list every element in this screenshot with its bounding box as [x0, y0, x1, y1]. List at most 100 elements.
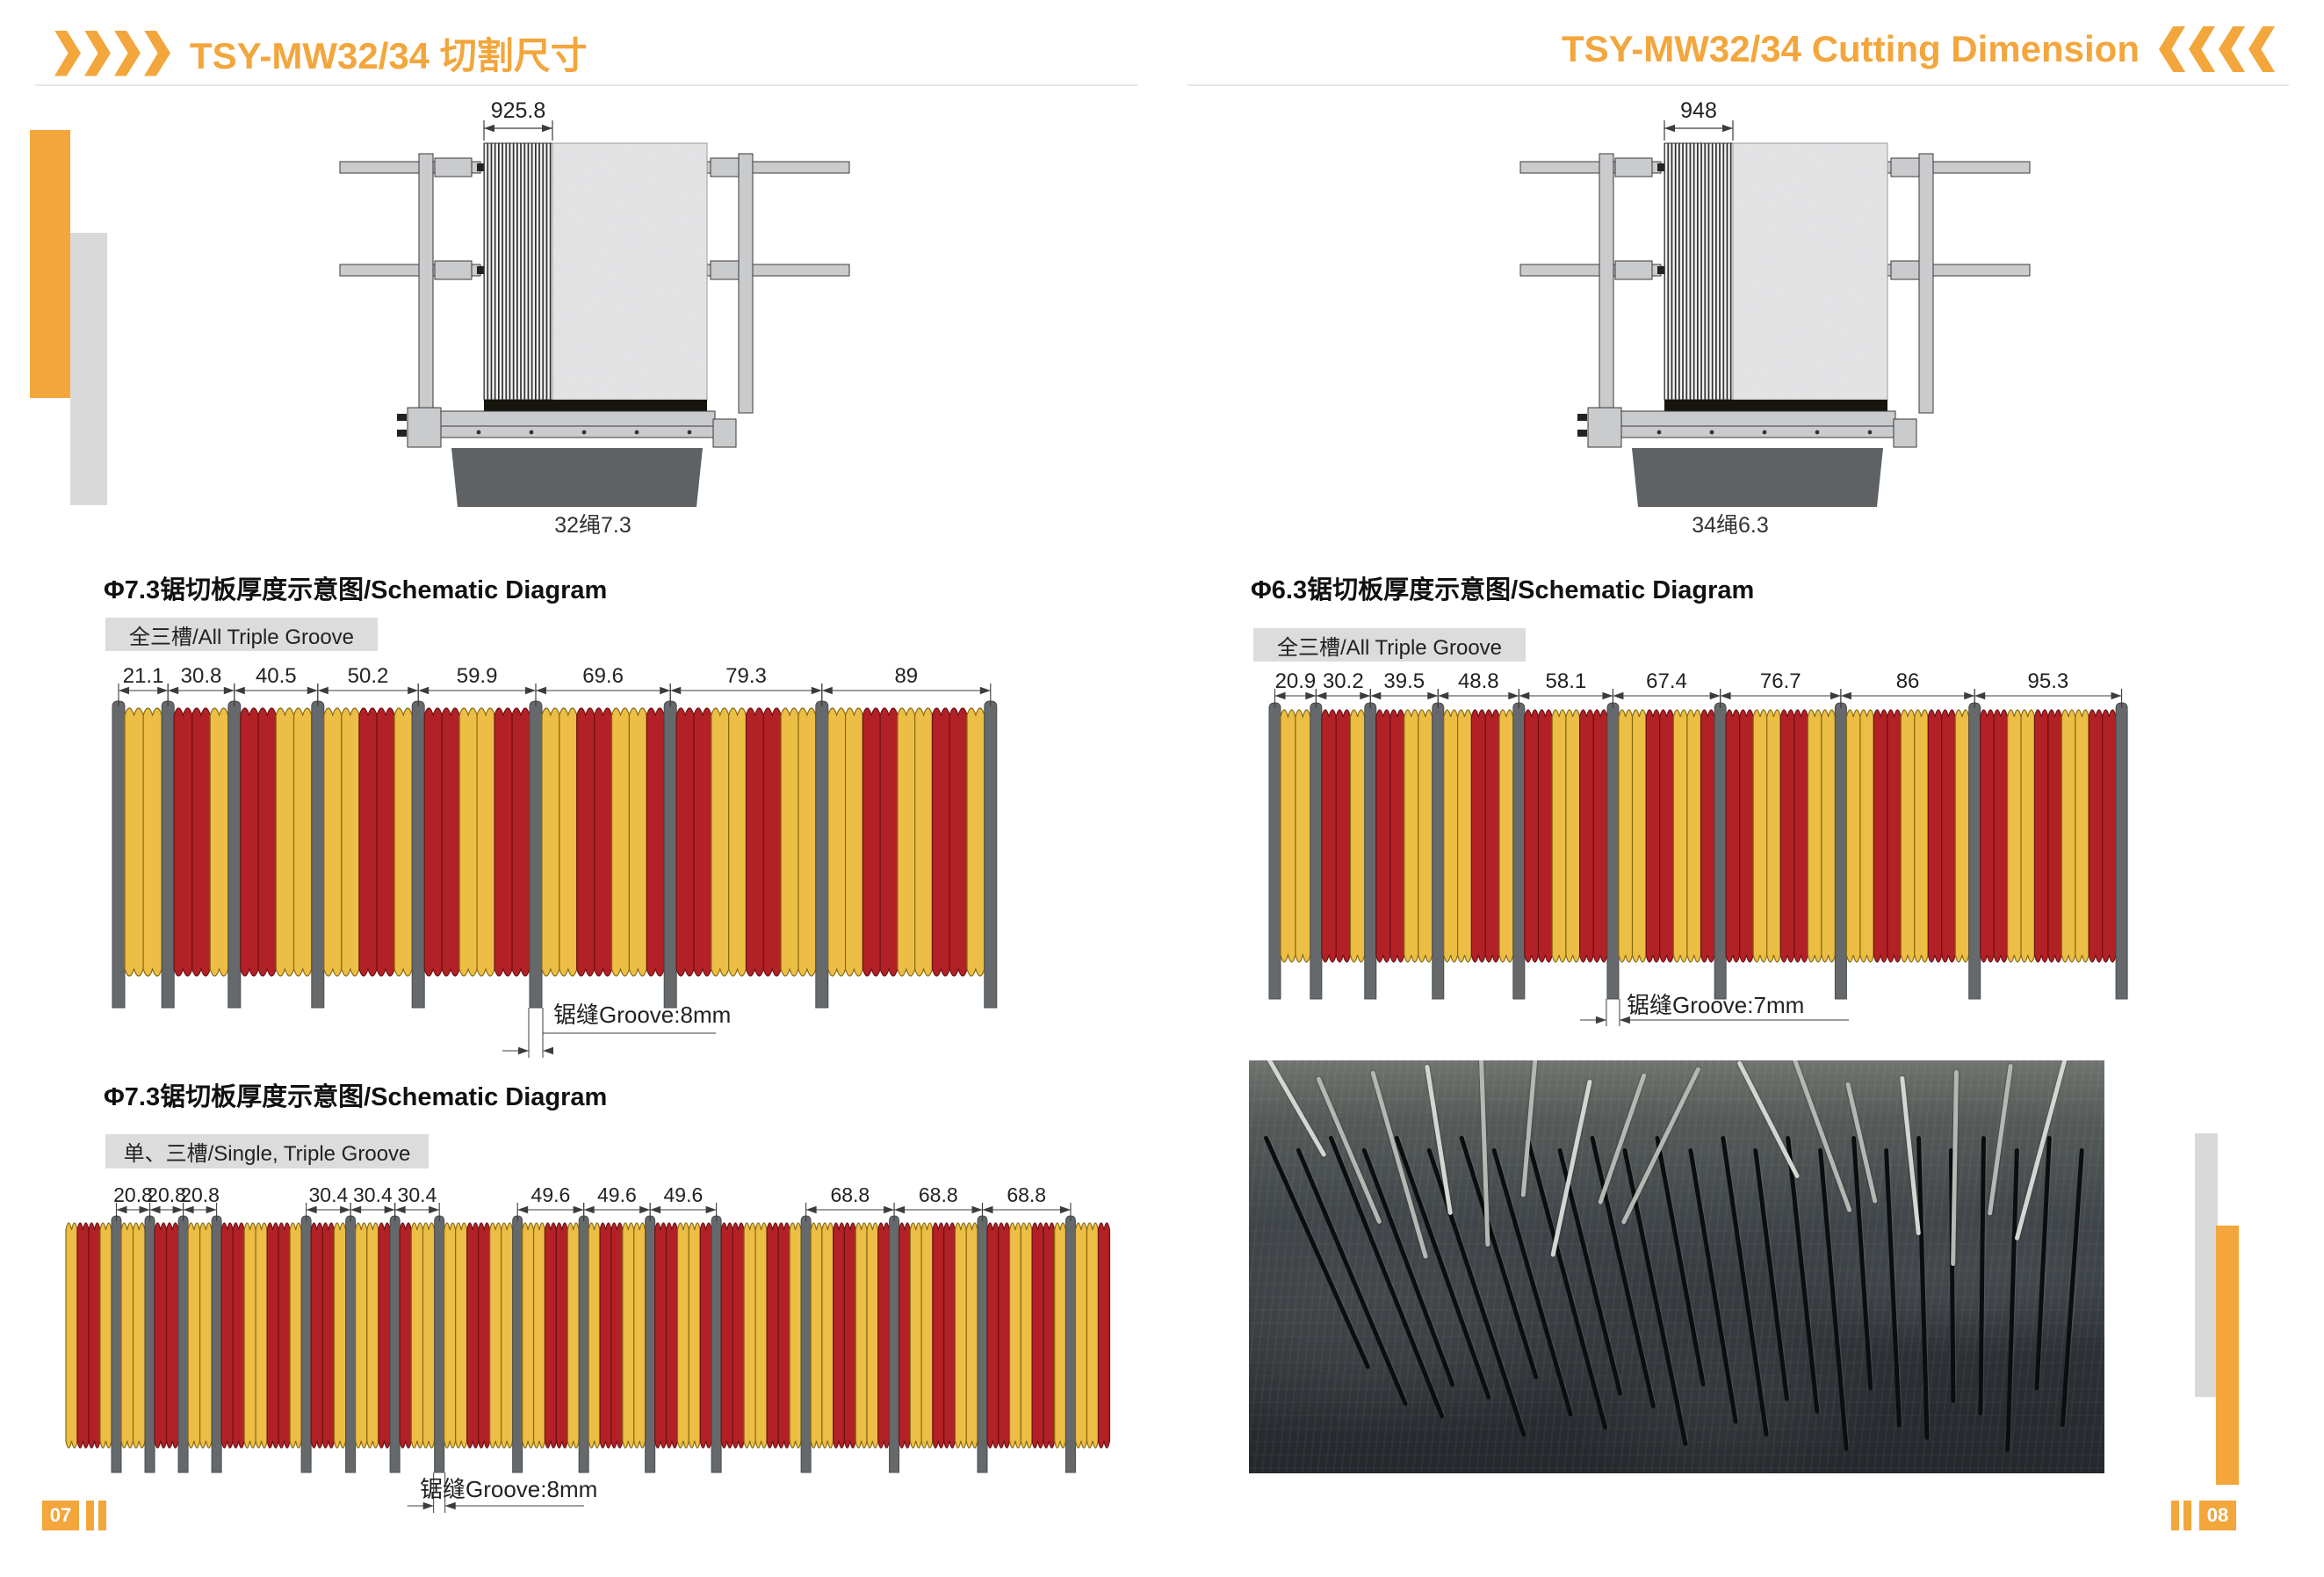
wire-post	[1364, 702, 1377, 1000]
dimension-arrow	[1274, 691, 1286, 700]
wire-post	[711, 1215, 722, 1473]
section-tag-left: 全三槽/All Triple Groove	[105, 618, 378, 651]
slab	[289, 1222, 302, 1449]
section-title-right: Φ6.3锯切板厚度示意图/Schematic Diagram	[1251, 576, 1755, 604]
slab	[142, 707, 162, 977]
slab	[766, 1222, 779, 1449]
dimension-label: 30.4	[353, 1183, 393, 1206]
slab	[688, 1222, 701, 1449]
slab	[998, 1222, 1011, 1449]
header-rule-left	[35, 84, 1137, 86]
slab	[441, 707, 460, 977]
dimension-label: 20.9	[1275, 669, 1317, 693]
saw-wire-rod	[2014, 1060, 2068, 1241]
slab	[1700, 709, 1715, 963]
dimension-arrow	[418, 686, 429, 695]
slab	[675, 707, 695, 977]
dimension-arrow	[1974, 691, 1986, 700]
slab	[966, 707, 985, 977]
slab	[2088, 709, 2104, 963]
dimension-arrow	[1316, 691, 1327, 700]
header-left: TSY-MW32/34 切割尺寸	[54, 26, 588, 80]
slab	[2033, 709, 2049, 963]
dimension-label: 30.2	[1323, 669, 1364, 693]
stone-cut-groove	[1655, 1135, 1707, 1387]
saw-wire-rod	[1736, 1060, 1801, 1179]
wire-post	[1714, 702, 1727, 1000]
slab	[154, 1222, 168, 1449]
slab	[798, 707, 817, 977]
slab	[1645, 709, 1661, 963]
slab	[410, 1222, 424, 1449]
dimension-arrow	[1370, 691, 1382, 700]
slab	[599, 1222, 612, 1449]
slab	[1739, 709, 1754, 963]
dimension-arrow	[307, 686, 318, 695]
dimension-arrow	[971, 1205, 983, 1214]
machine-drawing: 925.8	[339, 98, 850, 507]
dimension-label: 67.4	[1646, 669, 1687, 693]
machine-caption-left: 32绳7.3	[554, 513, 632, 538]
dimension-arrow	[1720, 691, 1731, 700]
slab	[455, 1222, 468, 1449]
slab	[173, 707, 193, 977]
dimension-arrow	[119, 686, 129, 695]
slab	[120, 1222, 134, 1449]
slab	[762, 707, 782, 977]
slab	[1927, 709, 1943, 963]
section-title-left: Φ7.3锯切板厚度示意图/Schematic Diagram	[104, 576, 608, 604]
slab	[278, 1222, 291, 1449]
slab	[665, 1222, 679, 1449]
dimension-arrow	[139, 1205, 150, 1214]
slab	[376, 707, 395, 977]
slab	[199, 1222, 213, 1449]
slab	[909, 1222, 922, 1449]
slab	[1295, 709, 1311, 963]
slab	[393, 707, 413, 977]
dimension-arrow	[805, 1205, 817, 1214]
groove-label: 锯缝Groove:7mm	[1627, 992, 1804, 1018]
slab	[1900, 709, 1916, 963]
slab	[646, 707, 665, 977]
slab	[466, 1222, 480, 1449]
slab	[1980, 709, 1995, 963]
dimension-arrow	[1664, 124, 1675, 133]
slab	[745, 707, 764, 977]
wire-post	[889, 1215, 900, 1473]
slab	[699, 1222, 712, 1449]
slab	[866, 1222, 879, 1449]
dimension-label: 48.8	[1458, 669, 1499, 693]
wire-post	[977, 1215, 988, 1473]
slab	[1821, 709, 1836, 963]
slab	[1779, 709, 1795, 963]
slab	[1443, 709, 1459, 963]
wire-post	[311, 700, 325, 1009]
dimension-arrow	[525, 686, 536, 695]
dimension-arrow	[705, 1205, 717, 1214]
slab	[622, 1222, 635, 1449]
dimension-arrow	[583, 1205, 595, 1214]
stone-cut-groove	[1328, 1135, 1446, 1420]
slab	[1074, 1222, 1088, 1449]
dimension-arrow	[234, 686, 245, 695]
dimension-arrow	[1722, 124, 1733, 133]
wire-post	[1834, 702, 1847, 1000]
dimension-arrow	[408, 686, 419, 695]
dimension-label: 68.8	[919, 1183, 958, 1206]
footer-bar	[98, 1501, 106, 1530]
saw-wire-rod	[1951, 1069, 1959, 1267]
slab	[1349, 709, 1366, 963]
dimension-label: 49.6	[531, 1183, 571, 1206]
slab	[187, 1222, 201, 1449]
wire-post	[2115, 702, 2128, 1000]
stone-cut-groove	[1916, 1135, 1930, 1440]
slab	[2006, 709, 2022, 963]
slab	[789, 1222, 802, 1449]
dimension-arrow	[1830, 691, 1841, 700]
dimension-arrow	[149, 1205, 161, 1214]
dimension-label: 20.8	[113, 1183, 153, 1206]
dimension-arrow	[639, 1205, 651, 1214]
slab	[257, 707, 277, 977]
dimension-arrow	[660, 686, 671, 695]
